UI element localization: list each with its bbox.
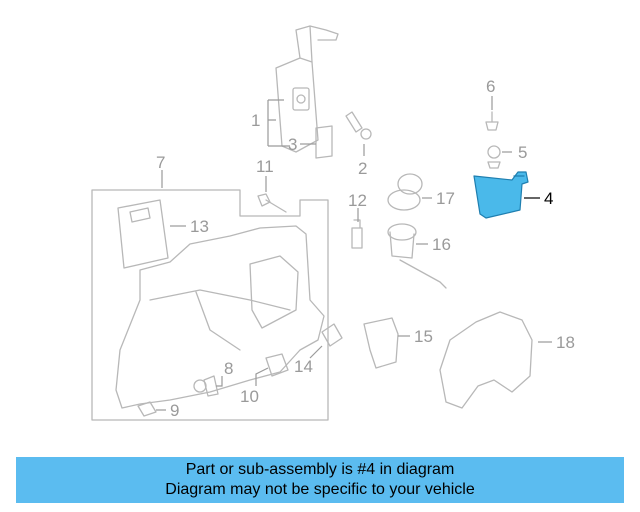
part-10-bracket xyxy=(265,353,289,377)
part-14-hook xyxy=(321,323,343,347)
callout-8: 8 xyxy=(224,359,233,378)
callout-14: 14 xyxy=(294,357,313,376)
callout-12: 12 xyxy=(348,191,367,210)
leader-10 xyxy=(255,367,269,386)
callout-2: 2 xyxy=(358,159,367,178)
callout-15: 15 xyxy=(414,327,433,346)
part-8-fastener xyxy=(193,375,219,397)
leader-8 xyxy=(216,376,223,387)
callout-11: 11 xyxy=(256,157,274,176)
part-3-plate xyxy=(315,125,333,159)
part-5-grommet xyxy=(487,145,501,169)
banner-line-2: Diagram may not be specific to your vehi… xyxy=(165,481,475,498)
part-4-highlighted-panel xyxy=(473,171,529,219)
part-9-clip xyxy=(137,401,157,417)
part-2-bolt xyxy=(345,111,372,140)
leader-14 xyxy=(309,345,323,359)
part-16-filler-pipe xyxy=(387,223,447,289)
info-banner: Part or sub-assembly is #4 in diagram Di… xyxy=(16,457,624,503)
part-6-bolt xyxy=(485,111,499,131)
callout-7: 7 xyxy=(156,153,165,172)
part-11-clip xyxy=(257,193,287,213)
callout-9: 9 xyxy=(170,401,179,420)
callout-6: 6 xyxy=(486,77,495,96)
callout-10: 10 xyxy=(240,387,259,406)
part-18-wheelhouse xyxy=(439,311,533,409)
callout-16: 16 xyxy=(432,235,451,254)
part-4-shape xyxy=(473,171,529,219)
part-17-fuel-door xyxy=(387,173,423,211)
callout-1: 1 xyxy=(251,111,260,130)
callout-18: 18 xyxy=(556,333,575,352)
part-12-pin xyxy=(351,219,363,249)
callout-4: 4 xyxy=(544,189,553,208)
callout-13: 13 xyxy=(190,217,209,236)
banner-line-1: Part or sub-assembly is #4 in diagram xyxy=(185,461,455,478)
callout-3: 3 xyxy=(288,135,297,154)
part-1-panel xyxy=(275,25,339,153)
part-13-cover xyxy=(117,199,169,269)
callout-5: 5 xyxy=(518,143,527,162)
parts-diagram: 1 2 3 4 5 6 7 8 9 10 11 12 13 14 15 16 1… xyxy=(91,25,575,421)
leader-1 xyxy=(267,99,290,147)
part-7-quarter-trim xyxy=(91,189,329,421)
callout-17: 17 xyxy=(436,189,455,208)
part-15-trim xyxy=(363,317,399,369)
